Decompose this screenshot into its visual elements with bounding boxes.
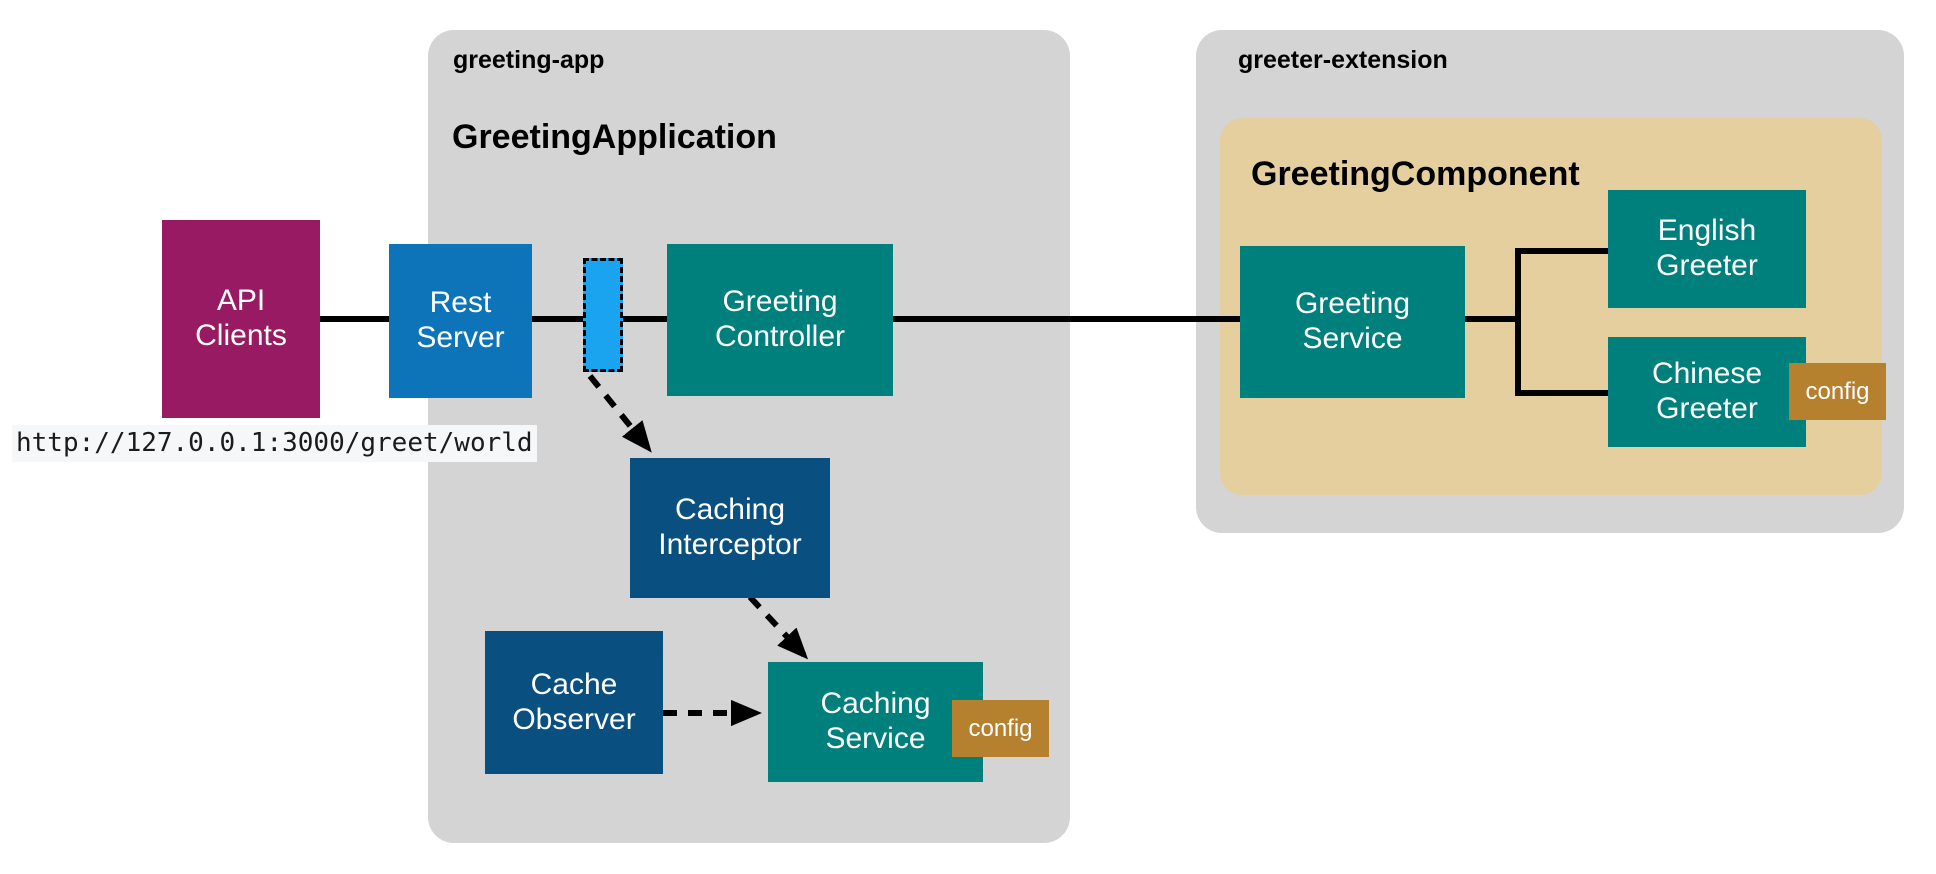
node-api-clients-line2: Clients — [195, 319, 287, 352]
node-greeting-service-line2: Service — [1302, 322, 1403, 355]
node-english-greeter-line1: English — [1657, 214, 1757, 248]
node-english-greeter-line2: Greeter — [1656, 249, 1758, 282]
node-caching-service-line2: Service — [825, 722, 926, 755]
container-greeter-extension-label: greeter-extension — [1238, 46, 1448, 74]
request-url-annotation: http://127.0.0.1:3000/greet/world — [12, 425, 537, 462]
node-caching-interceptor-line2: Interceptor — [658, 528, 802, 561]
node-cache-observer[interactable]: Cache Observer — [485, 631, 663, 774]
edge-branch-trunk — [1515, 248, 1521, 396]
node-caching-service[interactable]: Caching Service — [768, 662, 983, 782]
node-caching-interceptor-line1: Caching — [674, 493, 786, 527]
edge-branch-to-english-greeter — [1515, 248, 1610, 254]
node-rest-server-line1: Rest — [429, 286, 492, 320]
node-greeting-service[interactable]: Greeting Service — [1240, 246, 1465, 398]
edge-greeting-service-to-branch — [1464, 316, 1521, 322]
container-greeting-app-label: greeting-app — [453, 46, 605, 74]
node-sequence-stub[interactable] — [583, 258, 623, 372]
edge-api-clients-to-rest-server — [318, 316, 392, 322]
greeting-application-title: GreetingApplication — [452, 118, 777, 156]
badge-chinese-greeter-config[interactable]: config — [1789, 363, 1886, 420]
greeting-component-title: GreetingComponent — [1251, 155, 1580, 193]
node-cache-observer-line1: Cache — [530, 667, 618, 701]
node-greeting-service-line1: Greeting — [1294, 287, 1411, 321]
badge-caching-service-config[interactable]: config — [952, 700, 1049, 757]
node-caching-interceptor[interactable]: Caching Interceptor — [630, 458, 830, 598]
node-greeting-controller-line2: Controller — [714, 320, 846, 353]
edge-branch-to-chinese-greeter — [1515, 390, 1610, 396]
node-greeting-controller[interactable]: Greeting Controller — [667, 244, 893, 396]
node-caching-service-line1: Caching — [820, 687, 931, 721]
node-api-clients[interactable]: API Clients — [162, 220, 320, 418]
node-chinese-greeter[interactable]: Chinese Greeter — [1608, 337, 1806, 447]
node-rest-server-line2: Server — [416, 321, 505, 354]
node-cache-observer-line2: Observer — [512, 702, 636, 736]
node-greeting-controller-line1: Greeting — [722, 285, 838, 319]
edge-greeting-controller-to-greeting-service — [891, 316, 1241, 322]
node-chinese-greeter-line1: Chinese — [1651, 357, 1763, 391]
node-english-greeter[interactable]: English Greeter — [1608, 190, 1806, 308]
node-chinese-greeter-line2: Greeter — [1656, 392, 1758, 425]
node-api-clients-line1: API — [216, 284, 266, 318]
node-rest-server[interactable]: Rest Server — [389, 244, 532, 398]
